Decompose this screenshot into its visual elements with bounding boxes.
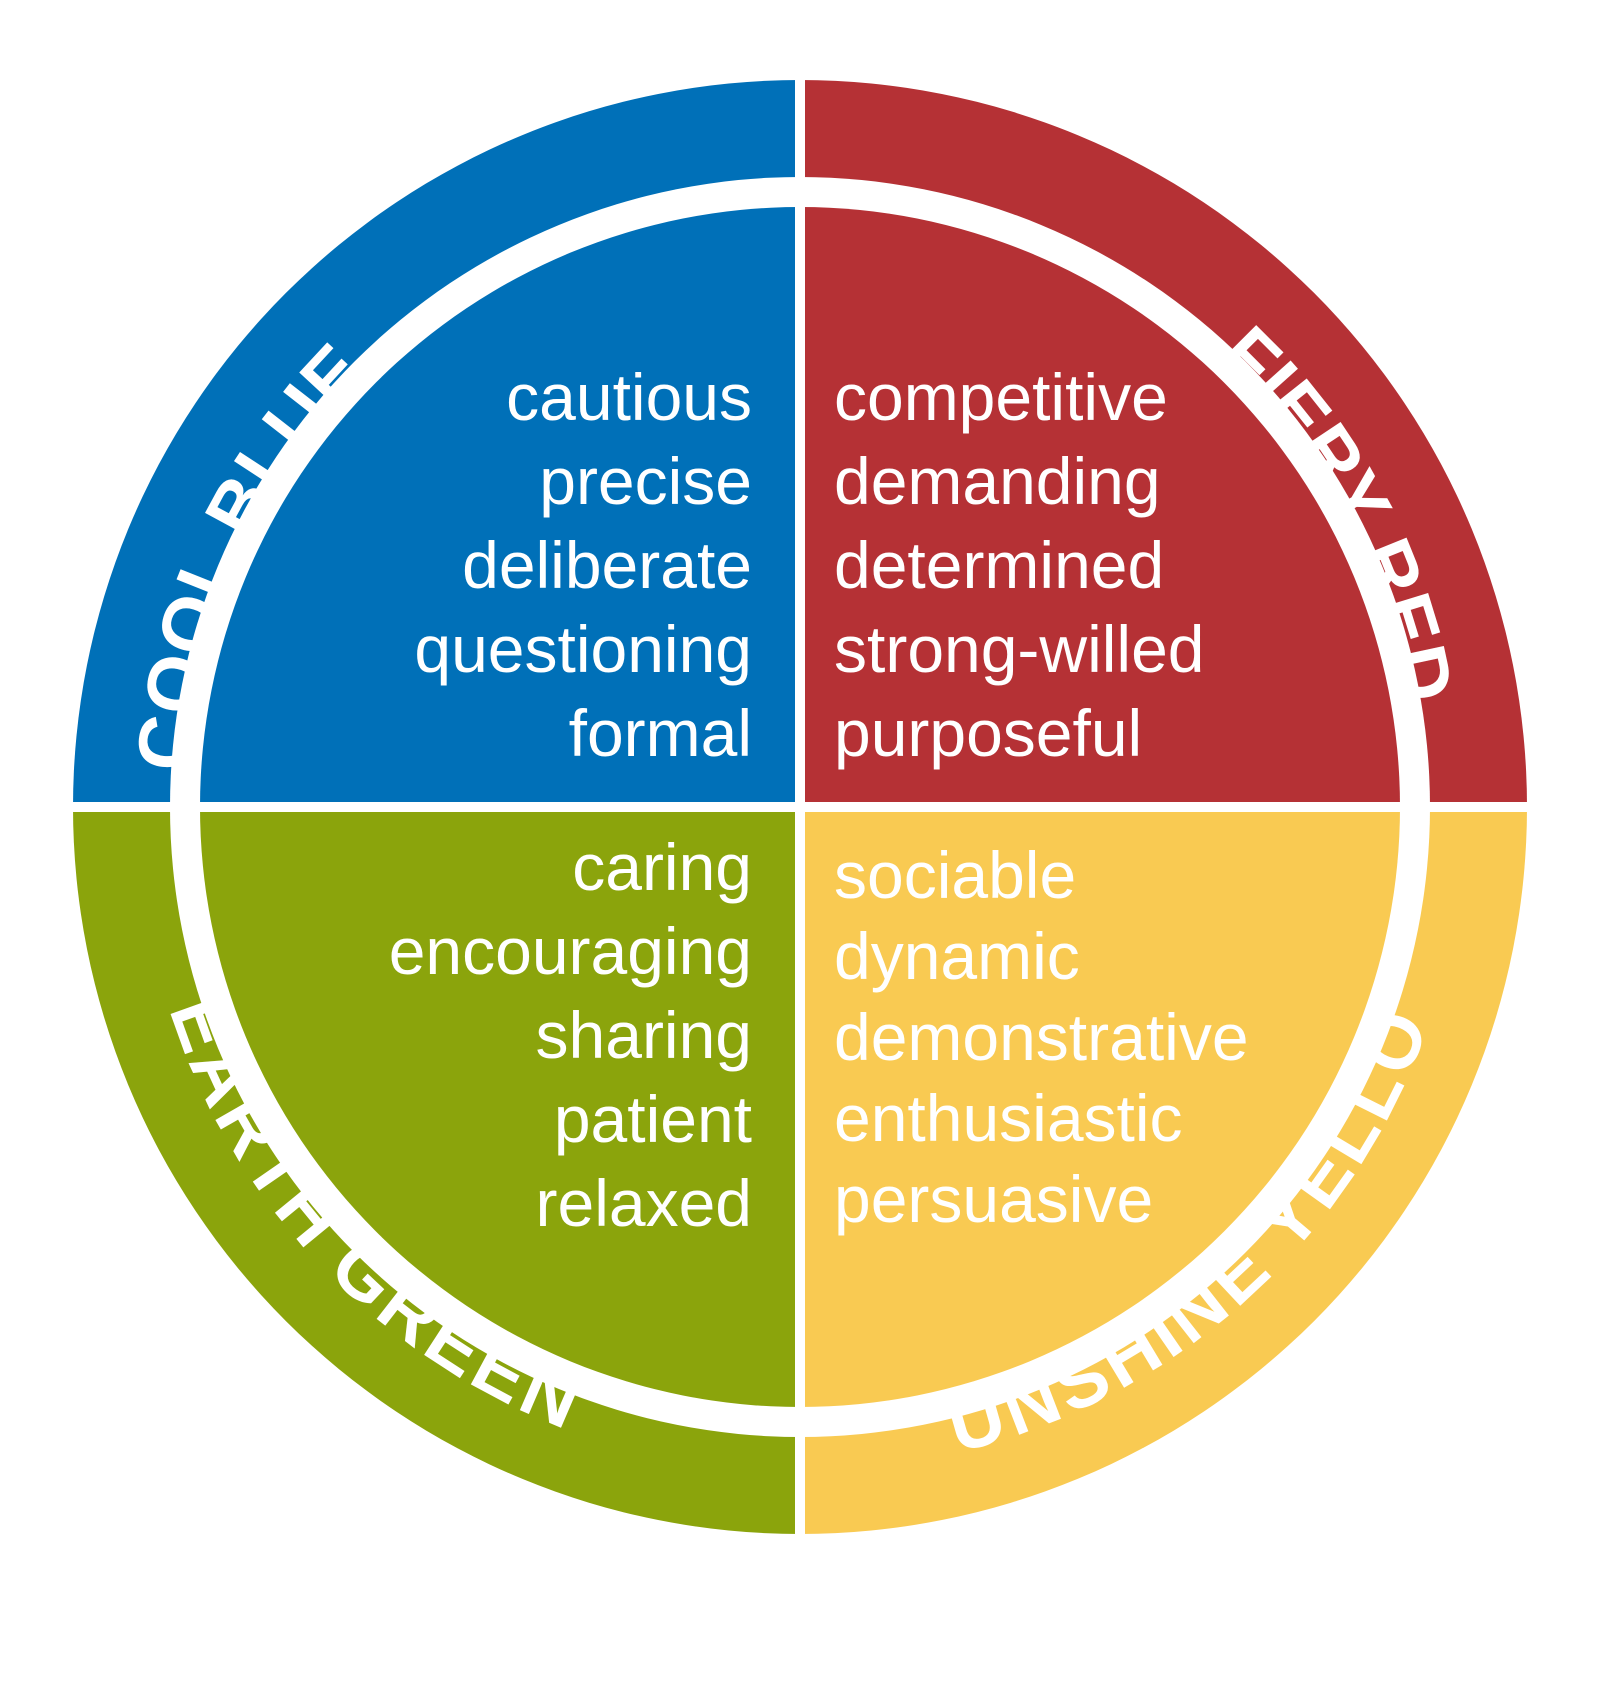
trait-item: encouraging [389,914,752,988]
trait-item: caring [572,830,752,904]
inner-disc [200,207,1400,1407]
traits-yellow: sociable dynamic demonstrative enthusias… [834,838,1249,1236]
trait-item: enthusiastic [834,1081,1183,1155]
traits-red: competitive demanding determined strong-… [834,360,1204,770]
trait-item: patient [554,1082,752,1156]
trait-item: demanding [834,444,1161,518]
trait-item: competitive [834,360,1168,434]
quadrant-dividers [70,80,1530,1540]
inner-quadrant-green [200,807,800,1407]
trait-item: demonstrative [834,1000,1249,1074]
trait-item: sharing [536,998,752,1072]
inner-quadrant-red [800,207,1400,807]
trait-item: dynamic [834,919,1080,993]
inner-quadrant-blue [200,207,800,807]
trait-item: cautious [506,360,752,434]
trait-item: determined [834,528,1164,602]
trait-item: precise [539,444,752,518]
trait-item: questioning [414,612,752,686]
traits-green: caring encouraging sharing patient relax… [389,830,752,1240]
trait-item: sociable [834,838,1076,912]
inner-quadrant-yellow [800,807,1400,1407]
trait-item: strong-willed [834,612,1204,686]
trait-item: relaxed [536,1166,752,1240]
trait-item: purposeful [834,696,1142,770]
traits-blue: cautious precise deliberate questioning … [414,360,752,770]
trait-item: deliberate [462,528,752,602]
trait-item: formal [569,696,752,770]
trait-item: persuasive [834,1162,1153,1236]
horizontal-divider [70,802,1530,812]
